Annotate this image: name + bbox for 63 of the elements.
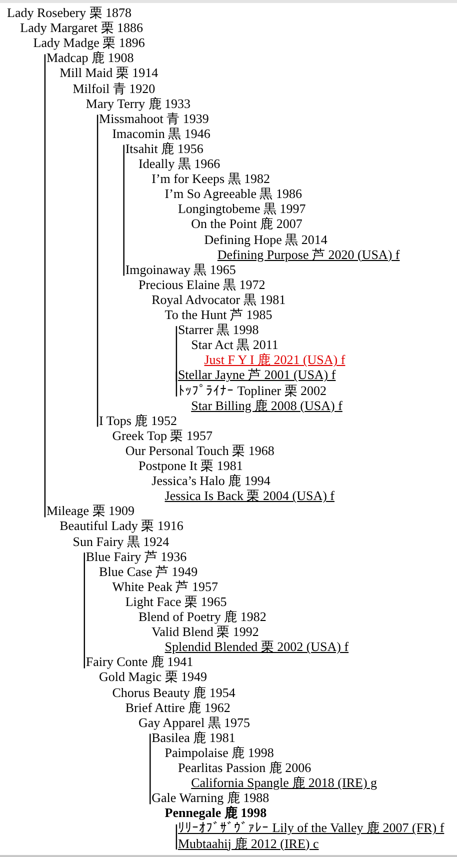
pedigree-entry: Mill Maid 栗 1914 [60,65,158,80]
pedigree-entry: Just F Y I 鹿 2021 (USA) f [204,352,346,368]
pedigree-entry: Postpone It 栗 1981 [138,458,243,473]
pedigree-entry: Mileage 栗 1909 [46,503,135,518]
sibling-line [84,552,85,668]
pedigree-entry: Royal Advocator 黒 1981 [152,292,286,307]
pedigree-entry: Lady Madge 栗 1896 [33,35,145,50]
pedigree-entry: Pennegale 鹿 1998 [164,805,267,820]
pedigree-entry: Jessica’s Halo 鹿 1994 [152,473,270,488]
pedigree-entry: Lady Rosebery 栗 1878 [7,5,132,20]
pedigree-entry: Star Billing 鹿 2008 (USA) f [191,398,342,413]
pedigree-entry: On the Point 鹿 2007 [191,216,302,232]
pedigree-entry: Blue Case 芦 1949 [99,564,198,579]
pedigree-entry: Itsahit 鹿 1956 [125,140,204,156]
pedigree-entry: Defining Purpose 芦 2020 (USA) f [217,246,400,262]
pedigree-entry: Our Personal Touch 栗 1968 [125,442,274,458]
pedigree-entry: Mubtaahij 鹿 2012 (IRE) c [178,836,319,850]
pedigree-entry: Splendid Blended 栗 2002 (USA) f [164,639,349,654]
pedigree-entry: I Tops 鹿 1952 [99,412,177,428]
pedigree-entry: ﾄｯﾌﾟﾗｲﾅｰ Topliner 栗 2002 [178,382,327,398]
pedigree-entry: Chorus Beauty 鹿 1954 [112,684,236,700]
pedigree-entry: Imacomin 黒 1946 [112,126,210,141]
pedigree-entry: Light Face 栗 1965 [125,594,227,609]
pedigree-entry: Jessica Is Back 栗 2004 (USA) f [164,488,334,504]
pedigree-entry: To the Hunt 芦 1985 [164,307,272,322]
pedigree-entry: Blend of Poetry 鹿 1982 [138,609,266,624]
sibling-line [176,371,178,396]
sibling-line [123,144,124,276]
pedigree-entry: Star Act 黒 2011 [191,337,278,352]
pedigree-entry: Longingtobeme 黒 1997 [178,201,306,216]
pedigree-entry: Ideally 黒 1966 [138,156,220,171]
sibling-line [150,734,151,804]
pedigree-entry: Defining Hope 黒 2014 [204,232,328,246]
pedigree-entry: Stellar Jayne 芦 2001 (USA) f [178,367,336,382]
pedigree-entry: Starrer 黒 1998 [178,322,259,338]
pedigree-entry: Gale Warning 鹿 1988 [152,790,270,806]
pedigree-entry: Lady Margaret 栗 1886 [20,20,144,36]
pedigree-entry: White Peak 芦 1957 [112,578,218,594]
pedigree-entry: Missmahoot 青 1939 [99,110,209,126]
pedigree-entry: Beautiful Lady 栗 1916 [60,518,184,534]
pedigree-entry: Milfoil 青 1920 [72,80,156,96]
pedigree-entry: Paimpolaise 鹿 1998 [164,744,274,760]
pedigree-entry: Brief Attire 鹿 1962 [125,700,230,715]
pedigree-entry: Gold Magic 栗 1949 [99,669,208,684]
pedigree-entry: Imgoinaway 黒 1965 [125,262,236,277]
sibling-line [44,54,46,518]
sibling-line [176,824,178,850]
pedigree-entry: Sun Fairy 黒 1924 [72,534,170,548]
pedigree-entry: Greek Top 栗 1957 [112,428,212,443]
pedigree-entry: Valid Blend 栗 1992 [152,624,259,640]
pedigree-entry: California Spangle 鹿 2018 (IRE) g [191,775,378,790]
pedigree-entry: I’m for Keeps 黒 1982 [152,171,270,186]
pedigree-entry: Fairy Conte 鹿 1941 [86,654,194,670]
sibling-line [96,114,98,427]
pedigree-entry: Pearlitas Passion 鹿 2006 [178,760,312,775]
pedigree-entry: I’m So Agreeable 黒 1986 [164,186,302,202]
pedigree-entry: Mary Terry 鹿 1933 [86,96,191,111]
pedigree-entry: ﾘﾘｰｵﾌﾞｻﾞｳﾞｧﾚｰ Lily of the Valley 鹿 2007 (FR) f [178,820,444,836]
pedigree-entry: Precious Elaine 黒 1972 [138,276,266,292]
pedigree-entry: Madcap 鹿 1908 [46,50,134,66]
pedigree-entry: Blue Fairy 芦 1936 [86,548,187,564]
pedigree-entry: Gay Apparel 黒 1975 [138,714,250,730]
pedigree-entry: Basilea 鹿 1981 [152,730,236,745]
